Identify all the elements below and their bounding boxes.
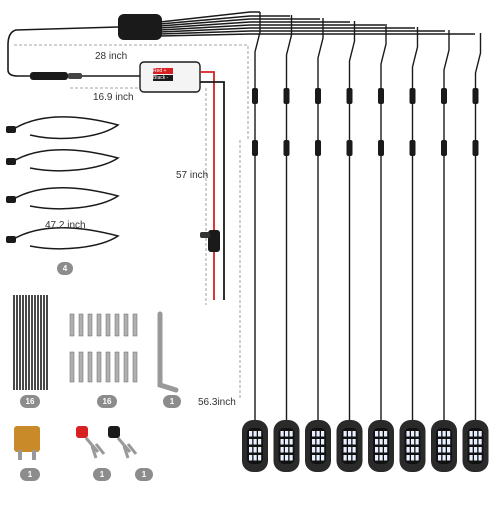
extension-cable-plugs [6, 126, 16, 243]
control-box-black-tag [153, 75, 173, 81]
led-pod [242, 12, 268, 472]
led-pods [242, 12, 489, 472]
screws-qty-badge: 16 [97, 395, 117, 408]
red-power-wire [200, 71, 215, 300]
led-pod [431, 30, 457, 472]
main-cable-bundle [159, 11, 475, 37]
black-spade-terminal [108, 426, 138, 459]
black-terminal-qty-badge: 1 [135, 468, 153, 481]
fuse-qty-badge: 1 [20, 468, 40, 481]
red-spade-terminal [76, 426, 106, 459]
inline-fuse-holder [208, 230, 220, 252]
led-pod [336, 21, 363, 472]
extension-cables-qty-badge: 4 [57, 262, 73, 275]
cable-hub [118, 14, 162, 40]
led-pod [399, 27, 426, 472]
hex-key-qty-badge: 1 [163, 395, 181, 408]
led-pod [462, 33, 489, 472]
red-terminal-qty-badge: 1 [93, 468, 111, 481]
control-box-black-label: Black - [153, 75, 169, 81]
control-box-red-label: Red + [153, 68, 167, 74]
blade-fuse [14, 426, 40, 460]
power-lead-length: 57 inch [176, 170, 209, 181]
extension-cable-length: 47.2 inch [45, 220, 86, 231]
cable-ties-qty-badge: 16 [20, 395, 40, 408]
cable-ties [13, 295, 48, 390]
main-cable-loop [7, 26, 119, 77]
black-power-wire [200, 81, 225, 300]
inline-fuse-cap [200, 232, 210, 238]
led-pod [273, 15, 300, 472]
module-lead-length: 16.9 inch [93, 92, 134, 103]
screws [69, 313, 138, 383]
main-connector-tip [68, 73, 82, 79]
pod-cable-length: 56.3inch [198, 397, 236, 408]
main-cable-length: 28 inch [95, 51, 128, 62]
hex-key [157, 311, 179, 393]
control-box-red-tag [153, 68, 173, 74]
main-connector-plug [30, 72, 68, 80]
main-cable-measure [14, 44, 249, 140]
led-pod [368, 24, 394, 472]
led-pod [305, 18, 331, 472]
extension-cable-coils [11, 116, 120, 250]
